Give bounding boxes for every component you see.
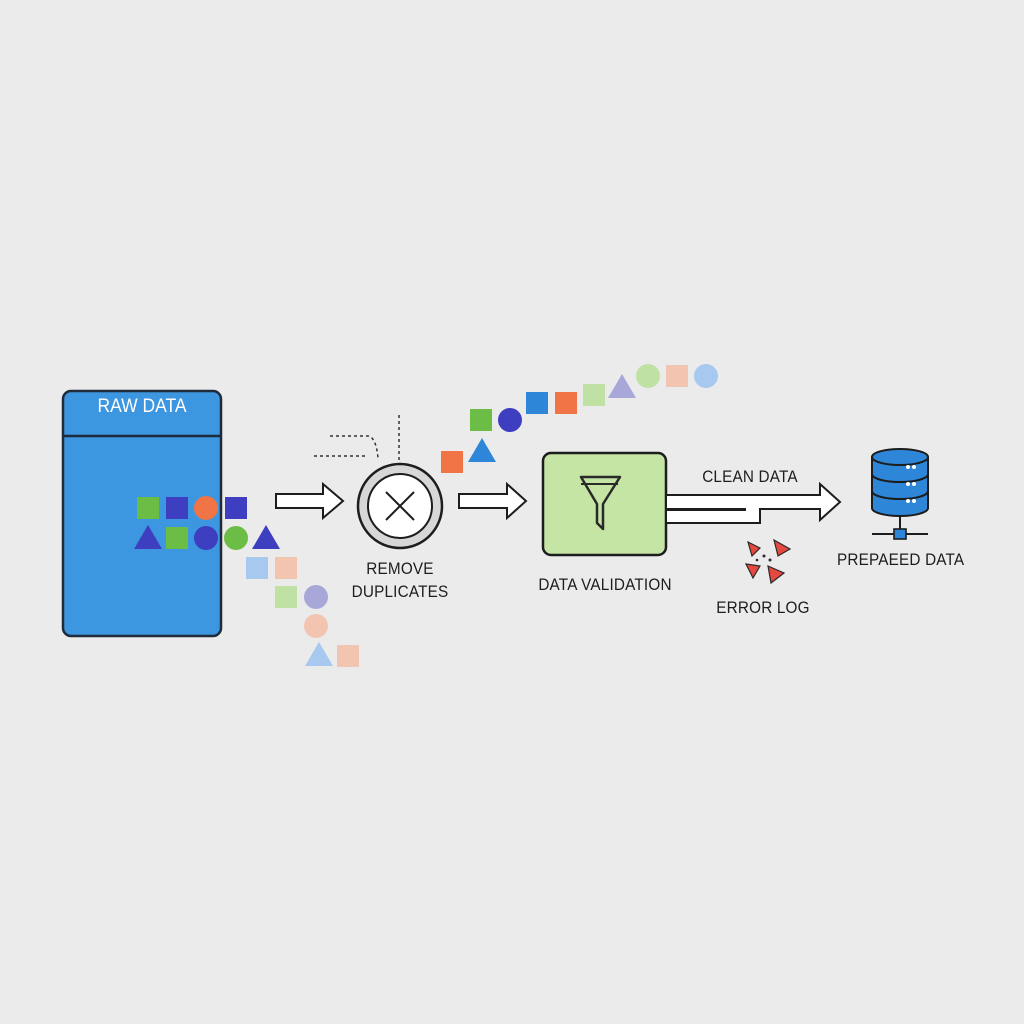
data-shape [305,642,333,666]
funnel-icon [579,475,622,531]
arrow-clean-data [665,481,842,524]
data-shape [246,557,268,579]
remove-duplicates-label-line2: DUPLICATES [351,582,449,601]
raw-data-shape [194,496,218,520]
data-shape [304,585,328,609]
data-shape [337,645,359,667]
data-shape [275,557,297,579]
raw-data-shape [134,525,162,549]
remove-duplicates-label-line1: REMOVE [366,559,434,578]
data-validation-node [541,451,668,557]
arrow-raw-to-remove [275,481,345,521]
data-shape [468,438,496,462]
raw-data-shape [225,497,247,519]
data-shape [666,365,688,387]
data-shape [583,384,605,406]
prepared-data-label: PREPAEED DATA [837,550,965,569]
close-x-icon [385,491,415,521]
data-shape [694,364,718,388]
data-shape [636,364,660,388]
data-shape [608,374,636,398]
data-shape [470,409,492,431]
error-burst-icon [744,538,792,585]
raw-data-shape [224,526,248,550]
raw-data-label: RAW DATA [97,396,187,417]
remove-duplicates-label: REMOVE DUPLICATES [346,557,454,603]
raw-data-shape [194,526,218,550]
arrow-remove-to-validation [458,481,528,521]
remove-duplicates-node [314,415,444,550]
data-shape [441,451,463,473]
data-shape [526,392,548,414]
data-shape [275,586,297,608]
raw-data-shape [166,497,188,519]
clean-data-label: CLEAN DATA [702,467,798,486]
error-log-label: ERROR LOG [716,598,810,617]
raw-data-shape [137,497,159,519]
data-shape [304,614,328,638]
data-shape [555,392,577,414]
raw-data-shapes [134,496,280,550]
raw-data-shape [166,527,188,549]
data-shape [498,408,522,432]
data-shape-trail [246,364,718,667]
database-icon [871,448,929,540]
data-validation-label: DATA VALIDATION [538,575,672,594]
raw-data-shape [252,525,280,549]
